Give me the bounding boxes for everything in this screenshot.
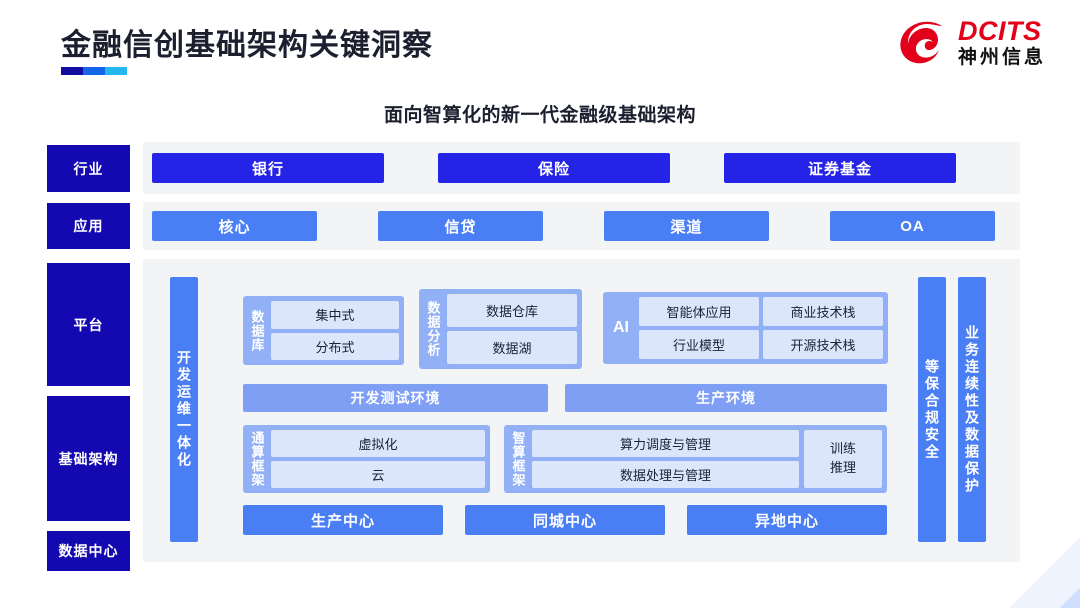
cell-commercial-tech-stack[interactable]: 商业技术栈 xyxy=(763,297,883,326)
cell-data-warehouse[interactable]: 数据仓库 xyxy=(447,294,577,327)
cell-data-lake[interactable]: 数据湖 xyxy=(447,331,577,364)
cell-opensource-tech-stack[interactable]: 开源技术栈 xyxy=(763,330,883,359)
rail-label-infrastructure: 基础架构 xyxy=(47,396,130,521)
rail-label-platform: 平台 xyxy=(47,263,130,386)
accent-segment-2 xyxy=(83,67,105,75)
dcits-swirl-icon xyxy=(900,21,942,63)
logo-text-cn: 神州信息 xyxy=(957,47,1046,68)
diagram-subtitle: 面向智算化的新一代金融级基础架构 xyxy=(383,105,696,126)
application-chip-row: 核心 信贷 渠道 OA xyxy=(152,211,1012,241)
vertical-bar-devops: 开发运维一体化 xyxy=(170,277,198,542)
cell-cloud[interactable]: 云 xyxy=(271,461,485,488)
brand-logo: DCITS 神州信息 xyxy=(898,18,1046,67)
cell-agent-application[interactable]: 智能体应用 xyxy=(639,297,759,326)
cell-training-inference[interactable]: 训练 推理 xyxy=(804,430,882,488)
industry-chip-bank[interactable]: 银行 xyxy=(152,153,384,183)
industry-chip-row: 银行 保险 证券基金 xyxy=(152,153,1012,183)
group-database: 数据库 集中式 分布式 xyxy=(243,296,404,365)
accent-segment-3 xyxy=(105,67,127,75)
group-intelligent-compute-framework: 智算框架 算力调度与管理 数据处理与管理 训练 推理 xyxy=(504,425,887,493)
dc-chip-remote-center[interactable]: 异地中心 xyxy=(687,505,887,535)
logo-text-en: DCITS xyxy=(957,16,1042,46)
app-chip-channel[interactable]: 渠道 xyxy=(604,211,769,241)
group-intelligent-compute-label: 智算框架 xyxy=(510,431,526,487)
cell-virtualization[interactable]: 虚拟化 xyxy=(271,430,485,457)
rail-label-industry: 行业 xyxy=(47,145,130,192)
industry-chip-securities-funds[interactable]: 证券基金 xyxy=(724,153,956,183)
dc-chip-production-center[interactable]: 生产中心 xyxy=(243,505,443,535)
env-bar-production[interactable]: 生产环境 xyxy=(565,384,887,412)
page-title: 金融信创基础架构关键洞察 xyxy=(61,29,433,62)
dc-chip-metro-center[interactable]: 同城中心 xyxy=(465,505,665,535)
rail-label-application: 应用 xyxy=(47,203,130,249)
cell-compute-scheduling-management[interactable]: 算力调度与管理 xyxy=(532,430,799,457)
stripe-1 xyxy=(801,570,1080,608)
cell-database-centralized[interactable]: 集中式 xyxy=(271,301,399,329)
group-database-label: 数据库 xyxy=(249,309,265,352)
group-ai: AI 智能体应用 商业技术栈 行业模型 开源技术栈 xyxy=(603,292,888,364)
vertical-bar-business-continuity: 业务连续性及数据保护 xyxy=(958,277,986,542)
env-bar-dev-test[interactable]: 开发测试环境 xyxy=(243,384,548,412)
cell-data-processing-management[interactable]: 数据处理与管理 xyxy=(532,461,799,488)
app-chip-core[interactable]: 核心 xyxy=(152,211,317,241)
app-chip-credit[interactable]: 信贷 xyxy=(378,211,543,241)
group-data-analysis-label: 数据分析 xyxy=(425,301,441,357)
datacenter-chip-row: 生产中心 同城中心 异地中心 xyxy=(243,505,887,535)
group-data-analysis: 数据分析 数据仓库 数据湖 xyxy=(419,289,582,369)
title-accent-bar xyxy=(61,67,127,75)
group-ai-label: AI xyxy=(613,319,629,336)
cell-inference-label: 推理 xyxy=(829,460,856,475)
vertical-bar-security-compliance: 等保合规安全 xyxy=(918,277,946,542)
cell-industry-model[interactable]: 行业模型 xyxy=(639,330,759,359)
cell-training-label: 训练 xyxy=(829,441,856,457)
group-general-compute-framework: 通算框架 虚拟化 云 xyxy=(243,425,490,493)
rail-label-datacenter: 数据中心 xyxy=(47,531,130,571)
industry-chip-insurance[interactable]: 保险 xyxy=(438,153,670,183)
app-chip-oa[interactable]: OA xyxy=(830,211,995,241)
accent-segment-1 xyxy=(61,67,83,75)
cell-database-distributed[interactable]: 分布式 xyxy=(271,332,399,360)
group-general-compute-label: 通算框架 xyxy=(249,431,265,487)
